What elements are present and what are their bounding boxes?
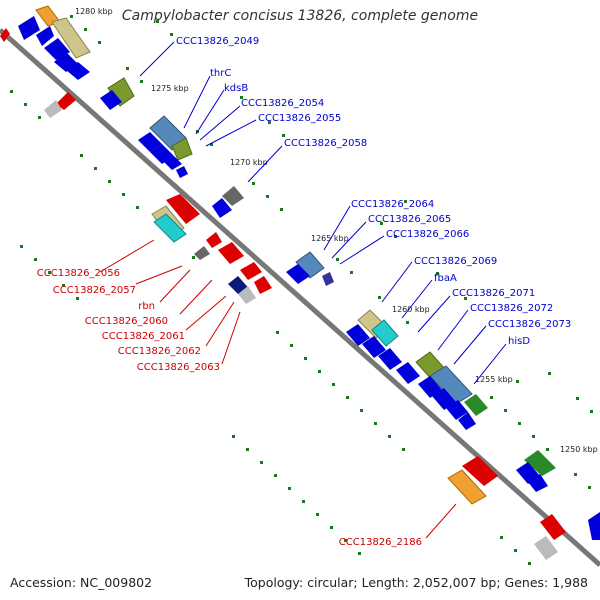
gene-block[interactable] xyxy=(432,388,456,410)
tick-label: 1260 kbp xyxy=(392,305,430,314)
gene-label[interactable]: CCC13826_2066 xyxy=(386,229,469,240)
features xyxy=(0,5,600,560)
gene-block[interactable] xyxy=(36,26,54,46)
gene-block[interactable] xyxy=(371,319,399,347)
gene-label[interactable]: CCC13826_2071 xyxy=(452,288,535,299)
gene-block[interactable] xyxy=(222,186,244,206)
gene-block[interactable] xyxy=(212,198,232,218)
gene-block[interactable] xyxy=(171,137,193,161)
ring-ticks xyxy=(10,15,593,565)
label-leaders xyxy=(99,41,507,539)
gene-block[interactable] xyxy=(447,469,487,505)
gene-label[interactable]: CCC13826_2062 xyxy=(118,346,201,357)
gene-block[interactable] xyxy=(396,362,420,384)
gene-block[interactable] xyxy=(462,456,498,486)
tick-label: 1250 kbp xyxy=(560,445,598,454)
gene-label[interactable]: rbn xyxy=(138,301,155,312)
gene-block[interactable] xyxy=(446,400,468,420)
gene-label[interactable]: CCC13826_2186 xyxy=(339,537,422,548)
gene-block[interactable] xyxy=(56,92,76,110)
gene-block[interactable] xyxy=(528,474,548,492)
gene-block[interactable] xyxy=(238,286,256,304)
gene-label[interactable]: CCC13826_2056 xyxy=(37,268,120,279)
gene-label[interactable]: CCC13826_2073 xyxy=(488,319,571,330)
gene-label[interactable]: CCC13826_2049 xyxy=(176,36,259,47)
gene-label[interactable]: fbaA xyxy=(434,273,457,284)
gene-block[interactable] xyxy=(166,194,200,224)
gene-block[interactable] xyxy=(194,246,210,260)
gene-block[interactable] xyxy=(418,376,442,398)
gene-label[interactable]: CCC13826_2065 xyxy=(368,214,451,225)
gene-block[interactable] xyxy=(458,412,476,430)
gene-block[interactable] xyxy=(286,264,310,284)
gene-block[interactable] xyxy=(138,132,162,152)
gene-block[interactable] xyxy=(153,213,187,243)
forward-labels: CCC13826_2049 thrC kdsB CCC13826_2054 CC… xyxy=(176,36,571,347)
gene-label[interactable]: CCC13826_2061 xyxy=(102,331,185,342)
gene-block[interactable] xyxy=(240,262,262,280)
tick-label: 1270 kbp xyxy=(230,158,268,167)
gene-block[interactable] xyxy=(540,514,566,540)
tick-label: 1280 kbp xyxy=(75,7,113,16)
gene-block[interactable] xyxy=(322,272,334,286)
gene-block[interactable] xyxy=(44,100,62,118)
gene-block[interactable] xyxy=(18,16,40,40)
gene-block[interactable] xyxy=(588,512,600,540)
kbp-ticks: 1280 kbp 1275 kbp 1270 kbp 1265 kbp 1260… xyxy=(75,7,598,454)
gene-block[interactable] xyxy=(150,144,174,164)
tick-label: 1255 kbp xyxy=(475,375,513,384)
gene-block[interactable] xyxy=(362,336,386,358)
gene-block[interactable] xyxy=(176,166,188,178)
gene-block[interactable] xyxy=(346,324,370,346)
gene-block[interactable] xyxy=(206,232,222,248)
tick-label: 1265 kbp xyxy=(311,234,349,243)
map-title: Campylobacter concisus 13826, complete g… xyxy=(121,8,479,24)
topology-summary: Topology: circular; Length: 2,052,007 bp… xyxy=(244,575,588,590)
gene-block[interactable] xyxy=(164,156,182,170)
gene-block[interactable] xyxy=(378,348,402,370)
gene-block[interactable] xyxy=(524,450,556,476)
gene-label[interactable]: hisD xyxy=(508,336,530,347)
gene-block[interactable] xyxy=(66,62,90,80)
gene-label[interactable]: CCC13826_2054 xyxy=(241,98,324,109)
gene-label[interactable]: kdsB xyxy=(224,83,248,94)
gene-block[interactable] xyxy=(218,242,244,264)
gene-label[interactable]: CCC13826_2069 xyxy=(414,256,497,267)
accession-text: Accession: NC_009802 xyxy=(10,575,153,590)
gene-label[interactable]: CCC13826_2060 xyxy=(85,316,168,327)
gene-label[interactable]: CCC13826_2057 xyxy=(53,285,136,296)
gene-block[interactable] xyxy=(100,90,122,110)
gene-label[interactable]: CCC13826_2058 xyxy=(284,138,367,149)
gene-block[interactable] xyxy=(0,28,10,42)
gene-block[interactable] xyxy=(254,276,272,294)
gene-label[interactable]: CCC13826_2072 xyxy=(470,303,553,314)
gene-block[interactable] xyxy=(51,17,91,59)
gene-label[interactable]: CCC13826_2055 xyxy=(258,113,341,124)
gene-label[interactable]: CCC13826_2064 xyxy=(351,199,434,210)
reverse-labels: CCC13826_2056 CCC13826_2057 rbn CCC13826… xyxy=(37,268,422,548)
gene-block[interactable] xyxy=(534,536,558,560)
gene-label[interactable]: CCC13826_2063 xyxy=(137,362,220,373)
genome-backbone xyxy=(0,28,600,567)
tick-label: 1275 kbp xyxy=(151,84,189,93)
gene-label[interactable]: thrC xyxy=(210,68,231,79)
gene-block[interactable] xyxy=(464,394,488,416)
